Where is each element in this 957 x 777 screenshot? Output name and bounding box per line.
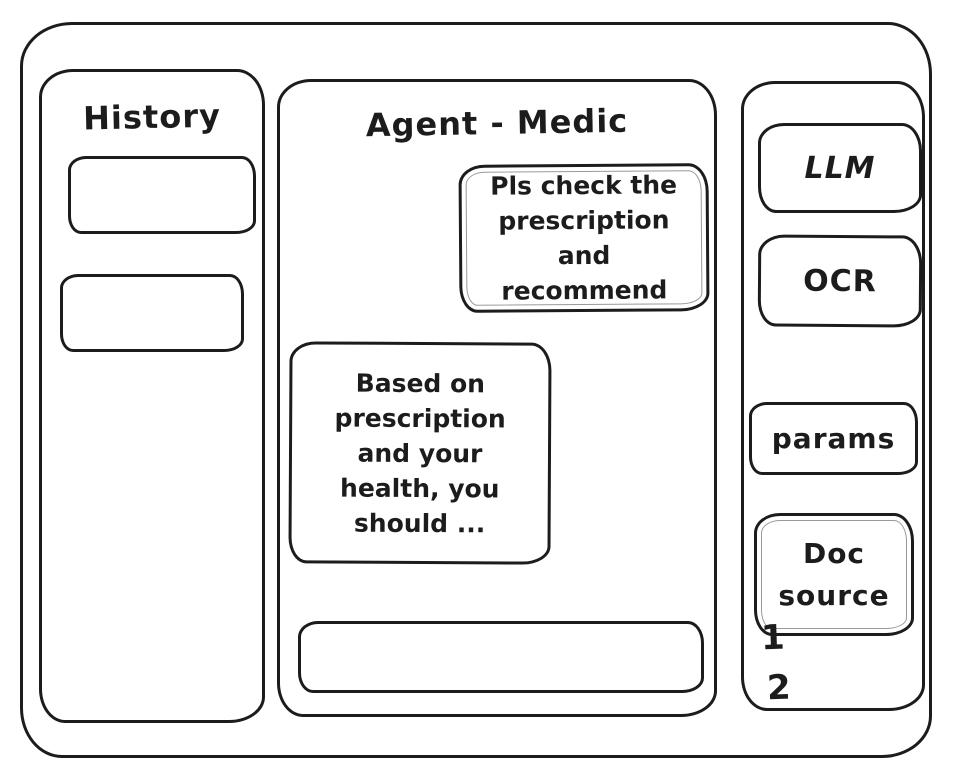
history-title: History (82, 96, 222, 138)
user-message-bubble: Pls check the prescription and recommend (458, 163, 710, 313)
history-item[interactable] (68, 156, 256, 234)
history-sidebar: History (39, 69, 265, 723)
llm-button[interactable]: LLM (758, 123, 922, 213)
assistant-message-bubble: Based on prescription and your health, y… (288, 341, 552, 565)
chat-panel: Agent - Medic Pls check the prescription… (277, 79, 717, 717)
footnote-1: 1 (760, 617, 786, 659)
app-window-frame: History Agent - Medic Pls check the pres… (20, 22, 932, 758)
chat-input[interactable] (298, 621, 704, 693)
tools-sidebar: LLM OCR params Doc source 1 2 (741, 81, 925, 711)
doc-source-button[interactable]: Doc source (754, 513, 914, 636)
params-button[interactable]: params (749, 402, 918, 475)
history-item[interactable] (60, 274, 244, 352)
ocr-button[interactable]: OCR (757, 234, 923, 328)
footnote-2: 2 (766, 667, 792, 709)
chat-panel-title: Agent - Medic (365, 101, 629, 145)
